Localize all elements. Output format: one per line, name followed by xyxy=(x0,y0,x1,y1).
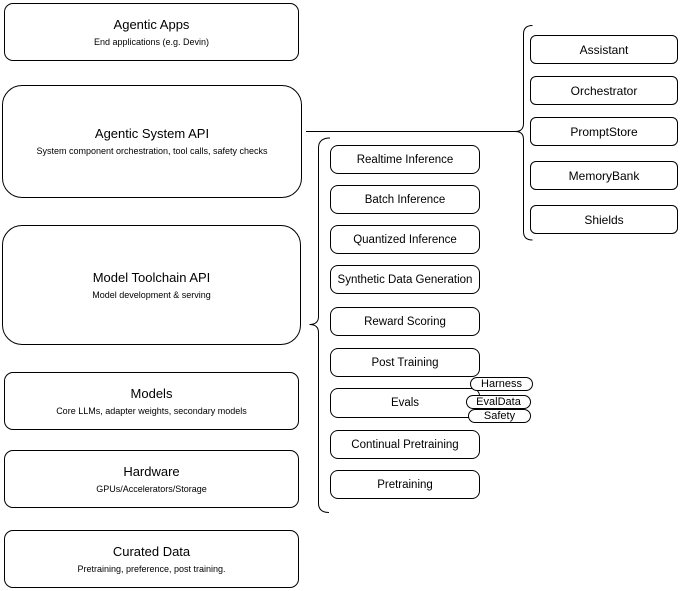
pill-safety: Safety xyxy=(468,409,531,423)
pill-label: EvalData xyxy=(476,396,521,408)
node-label: MemoryBank xyxy=(568,168,640,183)
node-assistant: Assistant xyxy=(530,35,678,64)
node-shields: Shields xyxy=(530,205,678,234)
node-memorybank: MemoryBank xyxy=(530,161,678,190)
node-label: Synthetic Data Generation xyxy=(337,273,473,286)
node-title: Agentic System API xyxy=(94,126,210,141)
node-title: Curated Data xyxy=(112,543,191,559)
node-label: Assistant xyxy=(579,42,629,57)
node-continual-pretraining: Continual Pretraining xyxy=(330,430,480,459)
node-label: Shields xyxy=(584,212,624,227)
node-evals: Evals xyxy=(330,388,480,418)
node-subtitle: System component orchestration, tool cal… xyxy=(36,146,268,156)
node-label: Realtime Inference xyxy=(356,153,454,166)
node-label: Post Training xyxy=(371,356,439,369)
node-model-toolchain-api: Model Toolchain API Model development & … xyxy=(2,225,301,345)
node-agentic-apps: Agentic Apps End applications (e.g. Devi… xyxy=(4,3,299,61)
pill-evaldata: EvalData xyxy=(466,395,531,409)
node-promptstore: PromptStore xyxy=(530,117,678,146)
node-models: Models Core LLMs, adapter weights, secon… xyxy=(4,372,299,430)
node-title: Agentic Apps xyxy=(113,16,190,32)
node-label: Evals xyxy=(390,397,420,409)
node-label: Pretraining xyxy=(377,478,433,491)
node-title: Models xyxy=(130,385,173,401)
node-synthetic-data-generation: Synthetic Data Generation xyxy=(330,265,480,294)
node-hardware: Hardware GPUs/Accelerators/Storage xyxy=(4,450,299,508)
node-label: PromptStore xyxy=(570,124,638,139)
node-quantized-inference: Quantized Inference xyxy=(330,225,480,254)
node-curated-data: Curated Data Pretraining, preference, po… xyxy=(4,530,299,588)
node-subtitle: GPUs/Accelerators/Storage xyxy=(96,483,207,494)
node-subtitle: Model development & serving xyxy=(92,289,211,300)
node-batch-inference: Batch Inference xyxy=(330,185,480,214)
node-reward-scoring: Reward Scoring xyxy=(330,307,480,336)
system-components-brace xyxy=(515,25,533,241)
node-label: Batch Inference xyxy=(364,193,446,206)
node-pretraining: Pretraining xyxy=(330,470,480,499)
node-subtitle: Core LLMs, adapter weights, secondary mo… xyxy=(56,405,247,416)
node-title: Model Toolchain API xyxy=(92,269,211,285)
node-title: Hardware xyxy=(123,463,180,479)
node-label: Continual Pretraining xyxy=(351,438,459,451)
node-label: Quantized Inference xyxy=(353,233,457,246)
node-label: Reward Scoring xyxy=(364,315,446,328)
node-label: Orchestrator xyxy=(570,83,638,98)
node-post-training: Post Training xyxy=(330,348,480,377)
toolchain-brace xyxy=(309,137,331,513)
node-subtitle: End applications (e.g. Devin) xyxy=(93,36,210,47)
pill-label: Harness xyxy=(481,378,522,390)
pill-label: Safety xyxy=(483,410,516,422)
pill-harness: Harness xyxy=(470,377,533,391)
node-subtitle: Pretraining, preference, post training. xyxy=(77,563,226,574)
node-orchestrator: Orchestrator xyxy=(530,76,678,105)
node-agentic-system-api: Agentic System API System component orch… xyxy=(2,85,302,198)
node-realtime-inference: Realtime Inference xyxy=(330,145,480,174)
